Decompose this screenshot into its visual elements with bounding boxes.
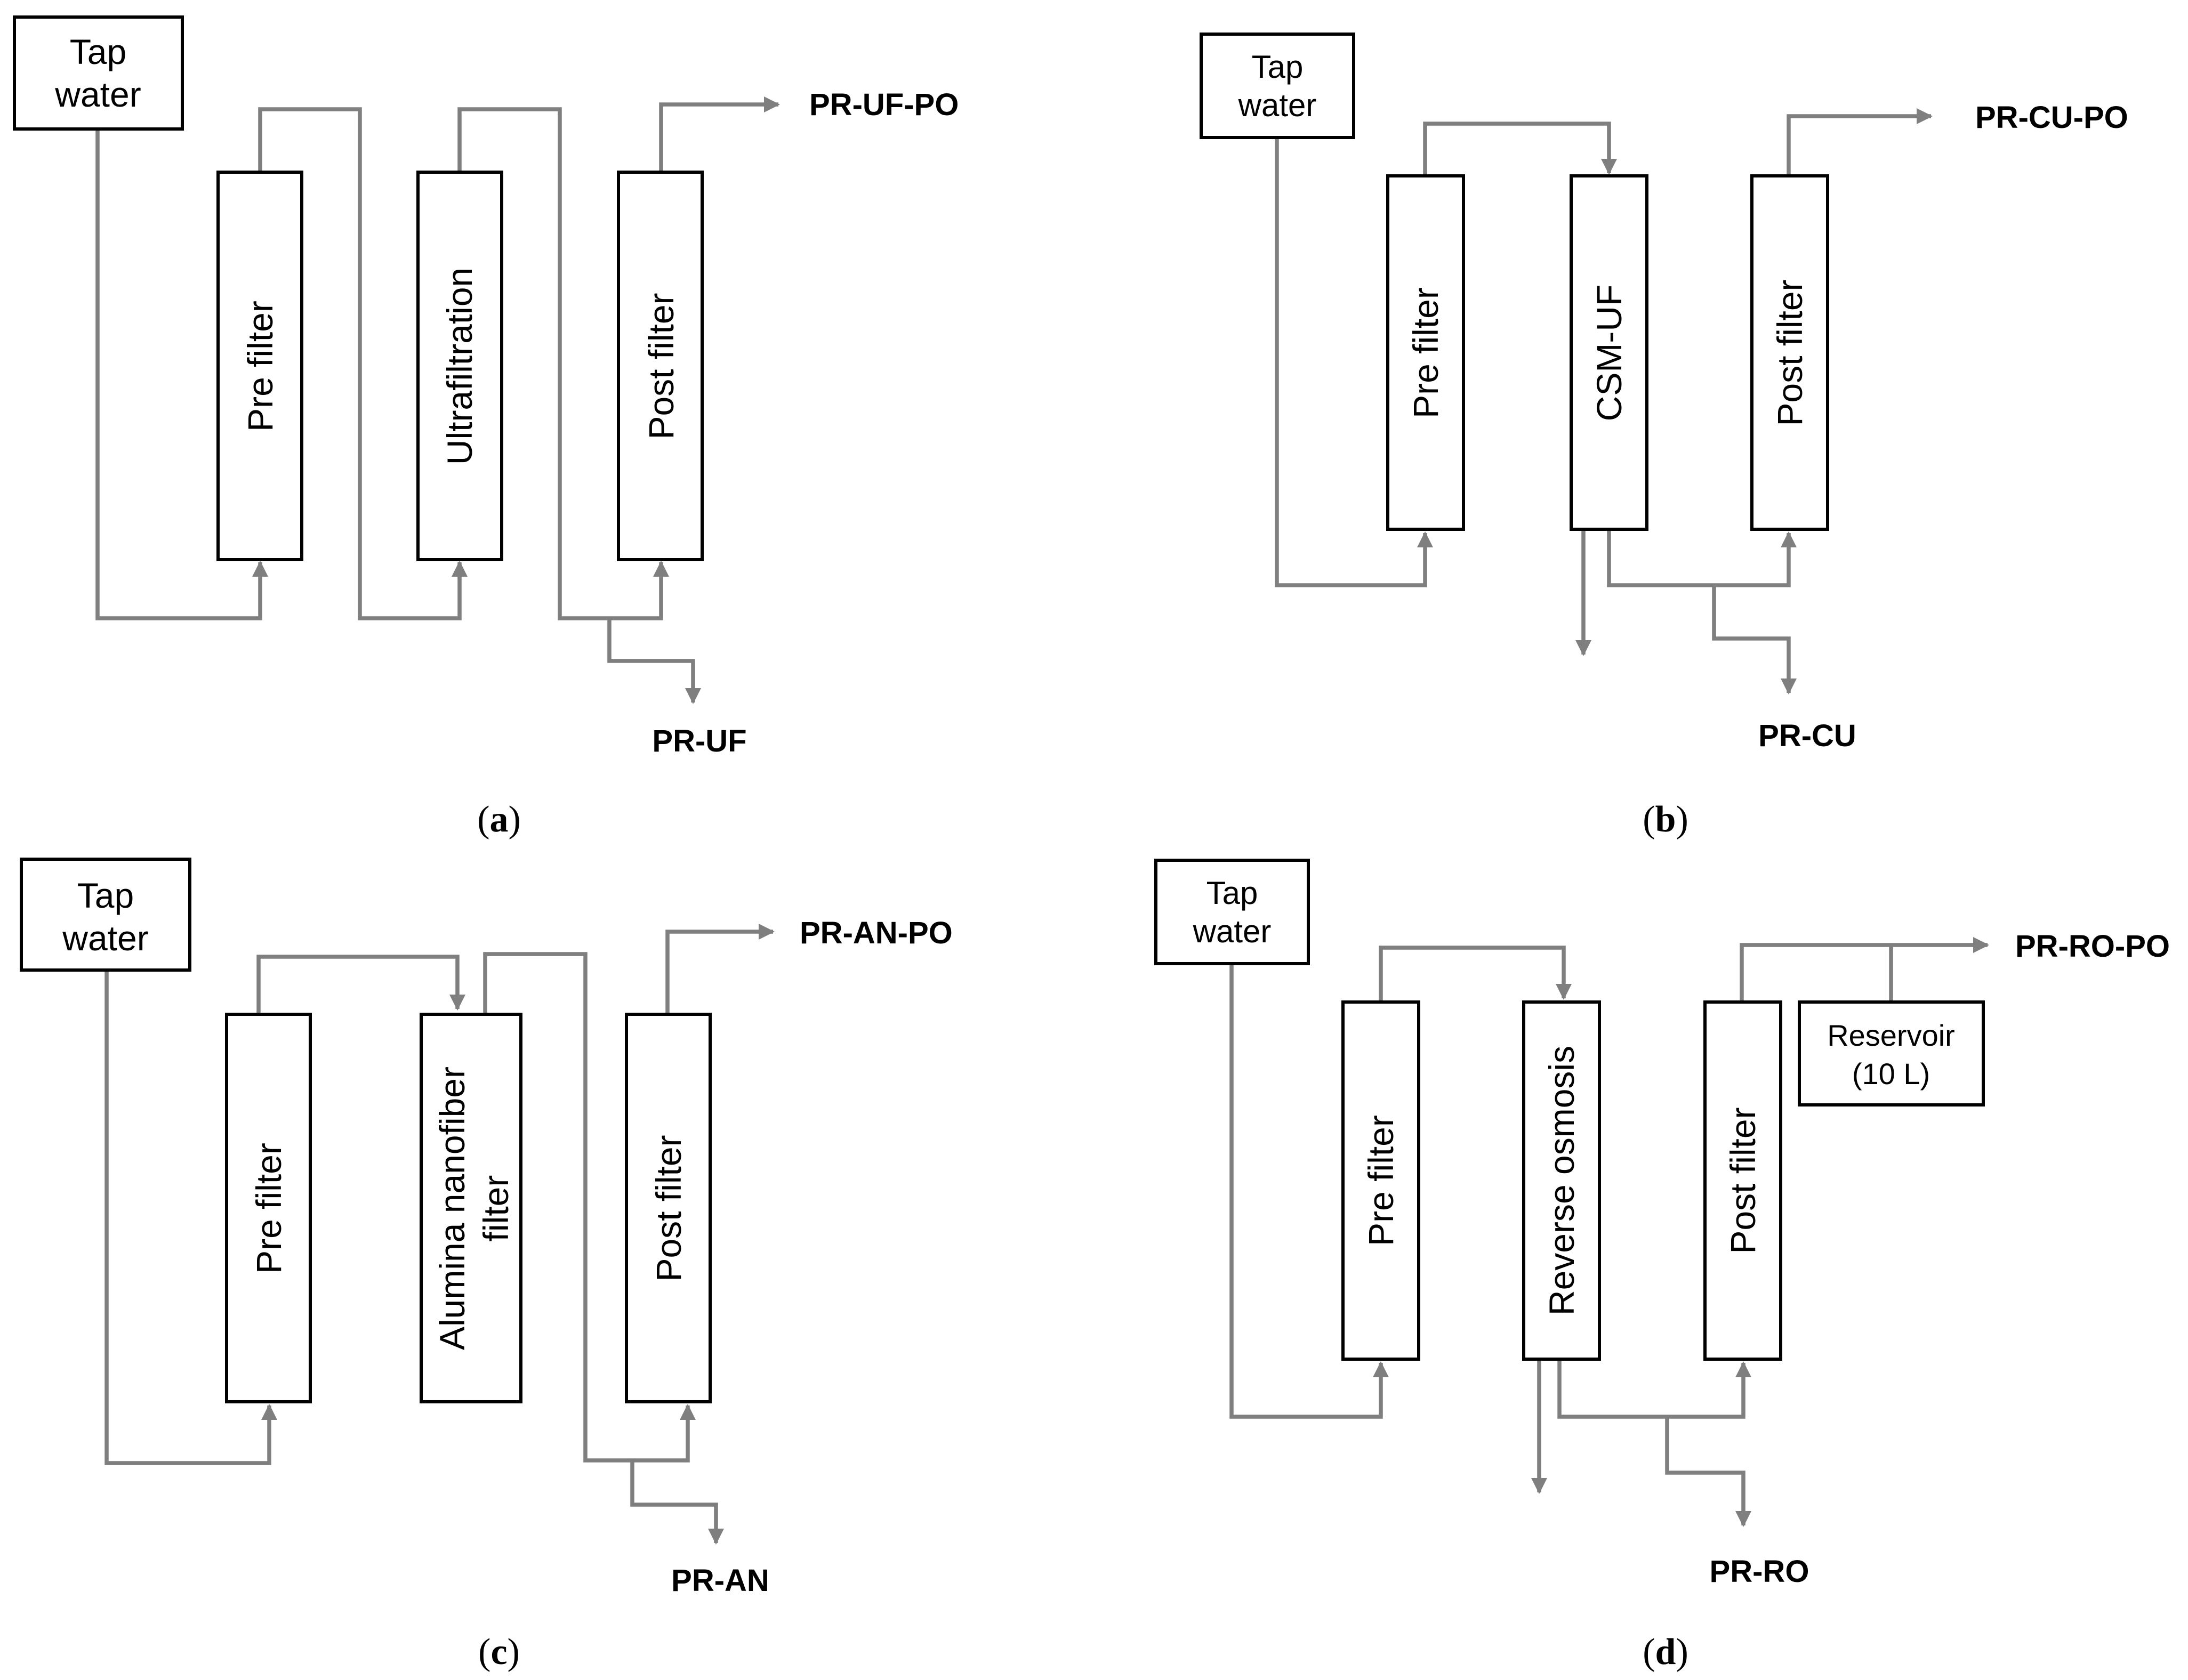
outlet-label-top: PR-RO-PO — [2015, 929, 2170, 964]
prefilter-column — [1386, 174, 1465, 531]
outlet-label-bottom: PR-UF — [652, 724, 746, 758]
flow-tap-to-prefilter — [95, 129, 268, 620]
tap-water-label-1: Tap — [1252, 49, 1304, 85]
flow-branch-pr-cu — [1712, 585, 1797, 694]
nanofiber-label-2: filter — [476, 1175, 516, 1242]
ultrafiltration-label: Ultrafiltration — [440, 268, 479, 465]
tap-water-box — [1154, 859, 1310, 965]
panel-c: Tap water Pre filter Alumina nanofiber f… — [20, 858, 953, 1673]
tap-water-box — [13, 15, 184, 131]
postfilter-label: Post filter — [1770, 279, 1809, 426]
flow-nanofiber-to-postfilter — [483, 952, 696, 1463]
prefilter-label: Pre filter — [1406, 287, 1445, 418]
reservoir-label-1: Reservoir — [1827, 1019, 1955, 1052]
postfilter-label: Post filter — [641, 293, 681, 439]
flow-csm-uf-to-postfilter — [1607, 529, 1797, 587]
flow-postfilter-outlet — [1740, 937, 1989, 1002]
tap-water-label-2: water — [1193, 914, 1272, 949]
flow-branch-pr-ro — [1665, 1417, 1751, 1527]
panel-a: Tap water Pre filter Ultrafiltration Pos… — [13, 15, 959, 840]
reverse-osmosis-label: Reverse osmosis — [1542, 1046, 1581, 1315]
tap-water-label-1: Tap — [1206, 875, 1258, 911]
caption-a: (a) — [477, 799, 521, 840]
flow-branch-pr-an — [630, 1460, 724, 1545]
prefilter-column — [1341, 1000, 1420, 1361]
ultrafiltration-column — [416, 171, 503, 561]
caption-b: (b) — [1643, 799, 1688, 840]
tap-water-label-2: water — [1238, 87, 1317, 123]
flow-postfilter-outlet — [665, 924, 775, 1014]
flow-reverse-osmosis-to-postfilter — [1557, 1359, 1751, 1419]
outlet-label-bottom: PR-AN — [671, 1563, 769, 1598]
outlet-label-top: PR-AN-PO — [800, 916, 953, 950]
postfilter-label: Post filter — [1723, 1107, 1763, 1254]
caption-d: (d) — [1643, 1631, 1688, 1673]
tap-water-label-2: water — [62, 918, 148, 958]
csm-uf-label: CSM-UF — [1589, 285, 1629, 422]
flow-ultrafiltration-to-postfilter — [457, 107, 669, 620]
outlet-label-top: PR-UF-PO — [809, 87, 959, 122]
flow-postfilter-outlet — [659, 96, 780, 172]
caption-c: (c) — [478, 1631, 520, 1673]
postfilter-column — [625, 1013, 712, 1403]
postfilter-label: Post filter — [649, 1135, 688, 1281]
prefilter-column — [225, 1013, 312, 1403]
outlet-label-bottom: PR-CU — [1758, 718, 1856, 753]
flow-prefilter-to-csm-uf — [1423, 122, 1617, 176]
panel-b: Tap water Pre filter CSM-UF Post filter … — [1200, 33, 2128, 840]
prefilter-label: Pre filter — [1361, 1115, 1401, 1246]
reservoir-box — [1798, 1000, 1985, 1106]
tap-water-label-2: water — [54, 75, 141, 114]
nanofiber-column — [420, 1013, 522, 1403]
flow-tap-to-prefilter — [1229, 964, 1389, 1419]
flow-postfilter-outlet — [1787, 108, 1933, 176]
reverse-osmosis-column — [1522, 1000, 1601, 1361]
tap-water-label-1: Tap — [70, 32, 126, 71]
nanofiber-label-1: Alumina nanofiber — [432, 1067, 472, 1350]
panel-d: Tap water Pre filter Reverse osmosis Pos… — [1154, 859, 2170, 1673]
csm-uf-column — [1570, 174, 1648, 531]
prefilter-label: Pre filter — [240, 301, 280, 432]
flow-branch-pr-uf — [607, 618, 701, 704]
tap-water-label-1: Tap — [77, 876, 134, 915]
flow-prefilter-to-ultrafiltration — [258, 107, 468, 620]
flow-prefilter-to-reverse-osmosis — [1379, 946, 1572, 1002]
tap-water-box — [1200, 33, 1355, 139]
postfilter-column — [617, 171, 704, 561]
flow-tap-to-prefilter — [1275, 138, 1433, 587]
postfilter-column — [1703, 1000, 1782, 1361]
reservoir-label-2: (10 L) — [1852, 1057, 1930, 1091]
outlet-label-bottom: PR-RO — [1710, 1554, 1809, 1589]
postfilter-column — [1750, 174, 1829, 531]
flow-prefilter-to-nanofiber — [256, 955, 465, 1014]
flow-tap-to-prefilter — [104, 970, 277, 1465]
prefilter-column — [216, 171, 303, 561]
tap-water-box — [20, 858, 191, 972]
prefilter-label: Pre filter — [249, 1143, 288, 1274]
outlet-label-top: PR-CU-PO — [1975, 100, 2128, 135]
